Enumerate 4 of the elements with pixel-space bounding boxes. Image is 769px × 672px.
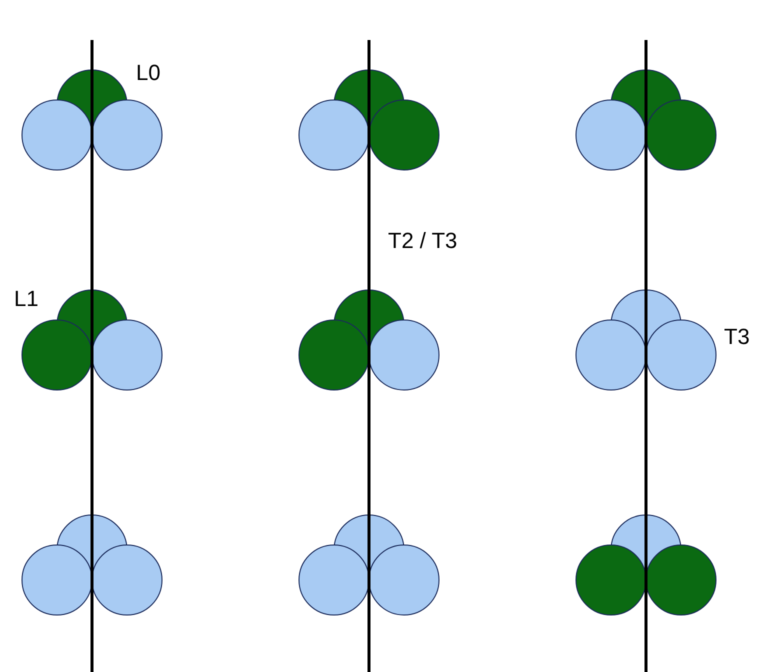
position-label: L1 [14,288,38,310]
position-label: T2 / T3 [388,230,458,252]
position-label: T3 [724,326,750,348]
position-label: L0 [136,62,160,84]
